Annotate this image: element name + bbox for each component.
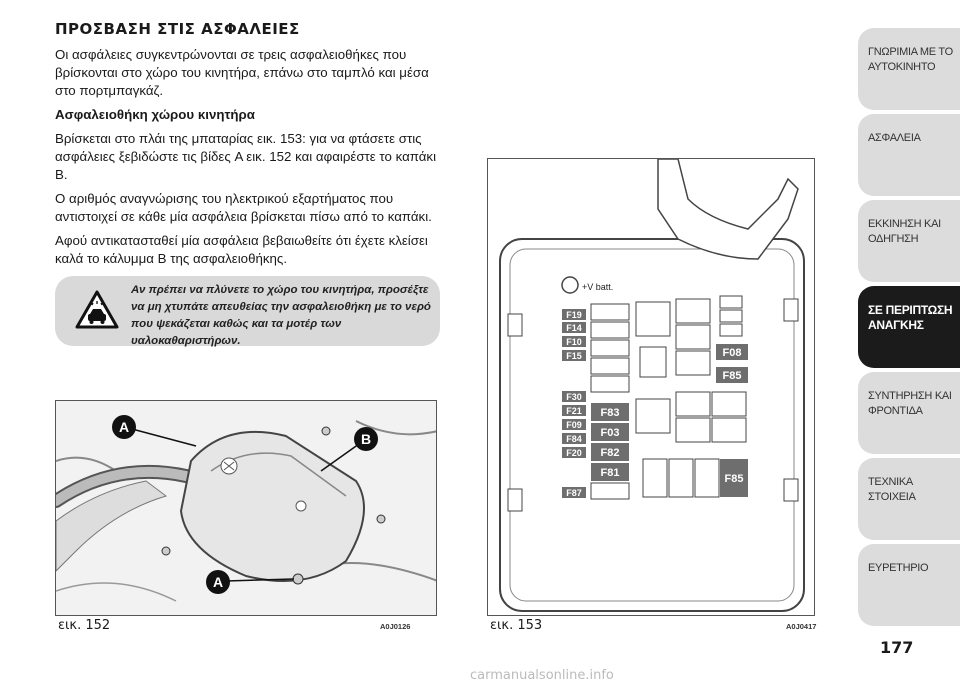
fuse-box-diagram: +V batt. F19 F14 F10 F15 F30 F21 F09 F84… <box>499 159 805 612</box>
batt-label: +V batt. <box>582 282 613 292</box>
tab-index[interactable]: ΕΥΡΕΤΗΡΙΟ <box>858 544 960 626</box>
tab-getting-to-know-car[interactable]: ΓΝΩΡΙΜΙΑ ΜΕ ΤΟ ΑΥΤΟΚΙΝΗΤΟ <box>858 28 960 110</box>
engine-compartment-illustration: A B A <box>56 401 436 615</box>
paragraph-3: Αφού αντικατασταθεί μία ασφάλεια βεβαιωθ… <box>55 233 428 266</box>
fuse-label: F85 <box>725 473 744 485</box>
fuse-label: F10 <box>566 337 582 347</box>
page-number: 177 <box>880 638 914 657</box>
fuse-label: F82 <box>601 447 620 459</box>
tab-technical-data[interactable]: ΤΕΧΝΙΚΑ ΣΤΟΙΧΕΙΑ <box>858 458 960 540</box>
subsection-title: Ασφαλειοθήκη χώρου κινητήρα <box>55 107 255 122</box>
warning-box: Αν πρέπει να πλύνετε το χώρο του κινητήρ… <box>55 276 440 347</box>
fuse-label: F30 <box>566 392 582 402</box>
fuse-label: F03 <box>601 427 620 439</box>
callout-a-top: A <box>119 419 129 435</box>
tab-in-emergency[interactable]: ΣΕ ΠΕΡΙΠΤΩΣΗ ΑΝΑΓΚΗΣ <box>858 286 960 368</box>
car-wash-warning-icon <box>75 290 119 329</box>
fuse-label: F84 <box>566 434 582 444</box>
fuse-label: F14 <box>566 323 582 333</box>
section-title: ΠΡΟΣΒΑΣΗ ΣΤΙΣ ΑΣΦΑΛΕΙΕΣ <box>55 20 300 38</box>
fuse-label: F08 <box>723 347 742 359</box>
figure-152-caption: εικ. 152 <box>58 618 111 633</box>
figure-153-code: A0J0417 <box>786 622 817 631</box>
figure-153: +V batt. F19 F14 F10 F15 F30 F21 F09 F84… <box>487 158 815 616</box>
watermark: carmanualsonline.info <box>470 668 614 683</box>
tab-maintenance-care[interactable]: ΣΥΝΤΗΡΗΣΗ ΚΑΙ ΦΡΟΝΤΙΔΑ <box>858 372 960 454</box>
tab-starting-driving[interactable]: ΕΚΚΙΝΗΣΗ ΚΑΙ ΟΔΗΓΗΣΗ <box>858 200 960 282</box>
fuse-label: F83 <box>601 407 620 419</box>
paragraph-2: Ο αριθμός αναγνώρισης του ηλεκτρικού εξα… <box>55 191 432 224</box>
fuse-label: F20 <box>566 448 582 458</box>
fuse-label: F21 <box>566 406 582 416</box>
figure-152: A B A <box>55 400 437 616</box>
fuse-label: F15 <box>566 351 582 361</box>
fuse-label: F81 <box>601 467 620 479</box>
callout-a-bottom: A <box>213 574 223 590</box>
figure-153-caption: εικ. 153 <box>490 618 543 633</box>
tab-safety[interactable]: ΑΣΦΑΛΕΙΑ <box>858 114 960 196</box>
fuse-label: F87 <box>566 488 582 498</box>
paragraph-1: Βρίσκεται στο πλάι της μπαταρίας εικ. 15… <box>55 131 437 182</box>
fuse-label: F85 <box>723 370 742 382</box>
warning-text: Αν πρέπει να πλύνετε το χώρο του κινητήρ… <box>131 284 431 347</box>
fuse-label: F09 <box>566 420 582 430</box>
callout-b: B <box>361 431 371 447</box>
figure-152-code: A0J0126 <box>380 622 411 631</box>
text-column: ΠΡΟΣΒΑΣΗ ΣΤΙΣ ΑΣΦΑΛΕΙΕΣ Οι ασφάλειες συγ… <box>55 20 450 274</box>
fuse-label: F19 <box>566 310 582 320</box>
intro-paragraph: Οι ασφάλειες συγκεντρώνονται σε τρεις ασ… <box>55 47 429 98</box>
